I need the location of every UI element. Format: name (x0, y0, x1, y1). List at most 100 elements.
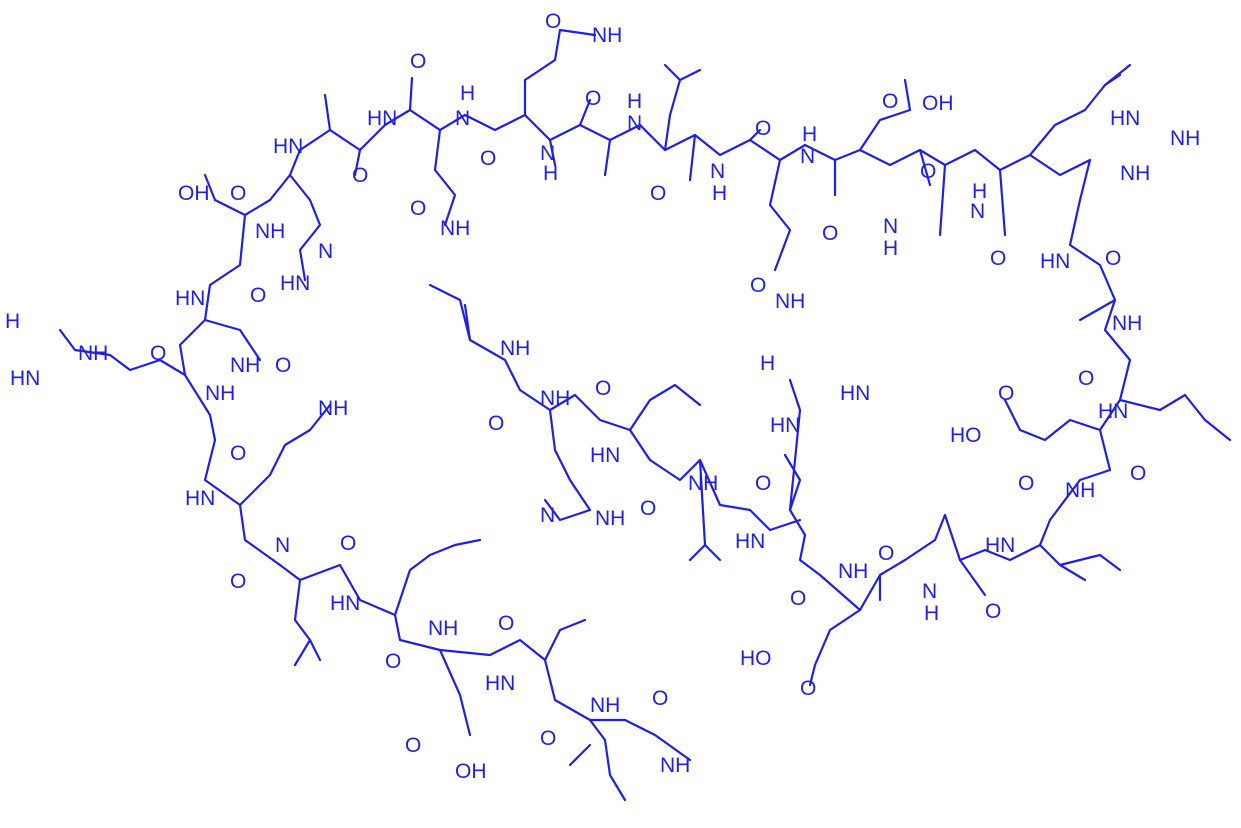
amide-nh-label: HN (985, 534, 1015, 557)
amine-label: NH (500, 337, 530, 360)
atom-labels: O O HN HN H N NH O NH O O N H O N H O N … (5, 10, 1200, 783)
imidazole-n-label: N (540, 504, 555, 527)
carbonyl-oxygen-label: O (750, 274, 766, 297)
amide-nh-label: HN (330, 592, 360, 615)
carbonyl-oxygen-label: O (1078, 367, 1094, 390)
carbonyl-oxygen-label: O (755, 117, 771, 140)
carbonyl-oxygen-label: O (340, 532, 356, 555)
carbonyl-oxygen-label: O (545, 10, 561, 33)
carbonyl-oxygen-label: O (352, 164, 368, 187)
carbonyl-oxygen-label: O (998, 382, 1014, 405)
amide-nh-label: NH (1112, 312, 1142, 335)
amide-nh-label: HN (735, 530, 765, 553)
acid-hydroxyl-label: HO (950, 424, 982, 447)
carbonyl-oxygen-label: O (640, 497, 656, 520)
amide-nh-label: HN (175, 287, 205, 310)
amine-label: NH (660, 754, 690, 777)
carbonyl-oxygen-label: O (410, 197, 426, 220)
amide-h-label: H (924, 602, 939, 625)
amide-n-label: N (922, 580, 937, 603)
carbonyl-oxygen-label: O (540, 727, 556, 750)
amine-label: NH (230, 354, 260, 377)
carbonyl-oxygen-label: O (882, 90, 898, 113)
carbonyl-oxygen-label: O (985, 600, 1001, 623)
carbonyl-oxygen-label: O (275, 354, 291, 377)
amide-h-label: H (972, 180, 987, 203)
carbonyl-oxygen-label: O (250, 284, 266, 307)
carbonyl-oxygen-label: O (410, 50, 426, 73)
imine-label: HN (10, 367, 40, 390)
amine-label: NH (205, 382, 235, 405)
amide-h-label: H (802, 123, 817, 146)
amide-nh-label: HN (1098, 400, 1128, 423)
hydroxyl-label: OH (178, 182, 210, 205)
carbonyl-oxygen-label: O (920, 160, 936, 183)
amide-n-label: N (970, 200, 985, 223)
carbonyl-oxygen-label: O (650, 182, 666, 205)
amide-nh-label: NH (540, 387, 570, 410)
amide-n-label: N (800, 145, 815, 168)
amide-nh-label: HN (185, 487, 215, 510)
carbonyl-oxygen-label: O (405, 734, 421, 757)
amine-label: NH (1170, 127, 1200, 150)
carbonyl-oxygen-label: O (585, 87, 601, 110)
carbonyl-oxygen-label: O (755, 472, 771, 495)
amide-n-label: N (540, 142, 555, 165)
amine-label: NH (775, 290, 805, 313)
amide-nh-label: HN (367, 107, 397, 130)
carbonyl-oxygen-label: O (652, 687, 668, 710)
carbonyl-oxygen-label: O (990, 247, 1006, 270)
imidazole-nh-label: NH (595, 507, 625, 530)
amide-nh-label: NH (688, 472, 718, 495)
carbonyl-oxygen-label: O (488, 412, 504, 435)
amide-h-label: H (883, 237, 898, 260)
amide-nh-label: HN (770, 414, 800, 437)
amide-h-label: H (627, 90, 642, 113)
amide-nh-label: HN (590, 444, 620, 467)
acid-hydroxyl-label: OH (922, 92, 954, 115)
acid-hydroxyl-label: OH (455, 760, 487, 783)
amide-n-label: N (455, 107, 470, 130)
amide-h-label: H (712, 182, 727, 205)
imidazole-nh-label: HN (280, 272, 310, 295)
carbonyl-oxygen-label: O (230, 442, 246, 465)
carbonyl-oxygen-label: O (150, 342, 166, 365)
amide-nh-label: NH (1120, 162, 1150, 185)
amide-n-label: N (627, 112, 642, 135)
carbonyl-oxygen-label: O (1018, 472, 1034, 495)
amine-label: H (760, 352, 775, 375)
carbonyl-oxygen-label: O (230, 182, 246, 205)
amide-nh-label: HN (1040, 250, 1070, 273)
carbonyl-oxygen-label: O (1105, 247, 1121, 270)
carbonyl-oxygen-label: O (800, 677, 816, 700)
imidazole-n-label: N (318, 240, 333, 263)
amine-label: H (5, 310, 20, 333)
carbonyl-oxygen-label: O (790, 587, 806, 610)
carbonyl-oxygen-label: O (822, 222, 838, 245)
carbonyl-oxygen-label: O (498, 612, 514, 635)
carbonyl-oxygen-label: O (480, 147, 496, 170)
amide-nh-label: HN (485, 672, 515, 695)
imine-label: HN (840, 382, 870, 405)
acid-hydroxyl-label: HO (740, 647, 772, 670)
amide-nh-label: NH (78, 342, 108, 365)
bond-network (58, 28, 1232, 802)
amide-nh-label: NH (590, 694, 620, 717)
amide-nh-label: NH (255, 220, 285, 243)
amide-nh-label: NH (1065, 479, 1095, 502)
amide-nh-label: HN (273, 135, 303, 158)
amine-label: NH (440, 217, 470, 240)
carbonyl-oxygen-label: O (1130, 462, 1146, 485)
amide-nh-label: H (460, 82, 475, 105)
amide-n-label: N (710, 160, 725, 183)
carbonyl-oxygen-label: O (385, 650, 401, 673)
imine-label: HN (1110, 107, 1140, 130)
n-methyl-label: N (275, 534, 290, 557)
carbonyl-oxygen-label: O (595, 377, 611, 400)
amine-label: NH (318, 397, 348, 420)
amine-label: NH (592, 24, 622, 47)
amide-h-label: H (543, 162, 558, 185)
amide-nh-label: NH (428, 617, 458, 640)
